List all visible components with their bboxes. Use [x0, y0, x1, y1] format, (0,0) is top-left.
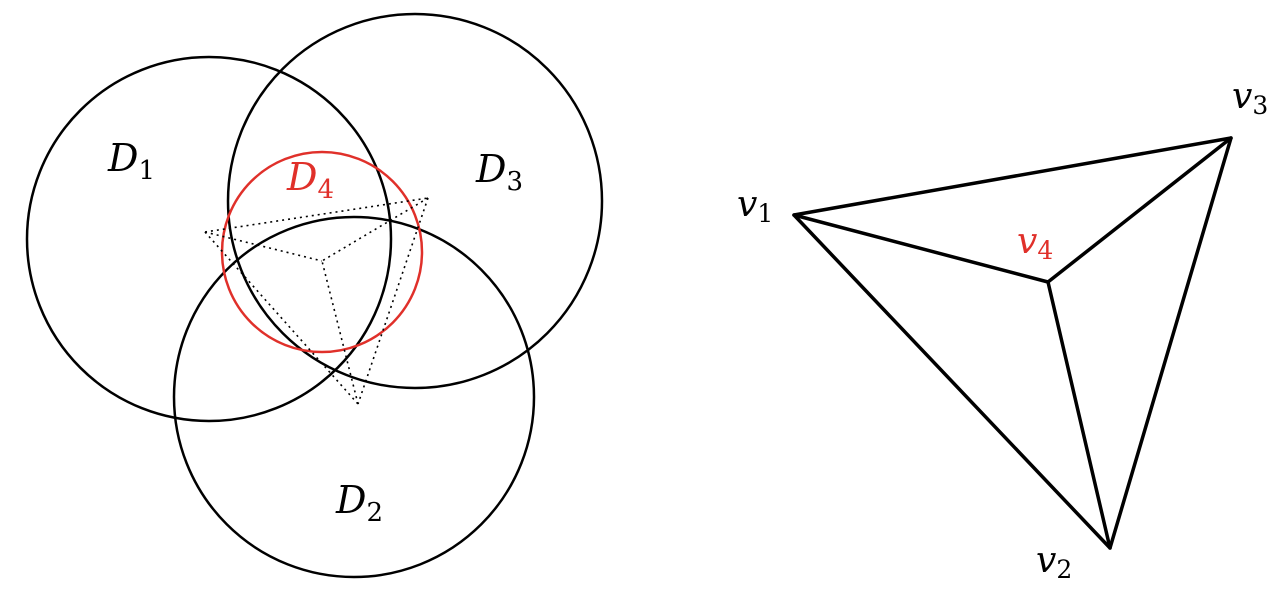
disk-d2-subscript: 2 — [366, 498, 383, 528]
vertex-v2-letter: v — [1036, 540, 1056, 581]
vertex-graph — [792, 136, 1233, 550]
disk-d1-subscript: 1 — [138, 156, 155, 186]
outer-triangle — [792, 136, 1233, 550]
dotted-triangulation — [204, 197, 429, 405]
vertex-v3-letter: v — [1232, 76, 1252, 117]
disk-d3-circle — [226, 12, 604, 390]
dotted-edge-v2-v4 — [321, 260, 359, 405]
vertex-v4-subscript: 4 — [1037, 236, 1053, 265]
dotted-edge-v3-v4 — [321, 197, 429, 262]
disk-d3-letter: D — [475, 147, 506, 191]
vertex-v2-label: v2 — [1036, 540, 1072, 584]
disk-d4-circle — [220, 150, 424, 354]
disk-arrangement: D1 D3 D4 D2 — [25, 12, 604, 579]
edge-v3-v4 — [1046, 136, 1233, 284]
edge-v2-v4 — [1046, 280, 1112, 550]
disk-d2-letter: D — [335, 478, 366, 522]
vertex-labels: v1 v3 v4 v2 — [737, 76, 1268, 584]
disk-d2-circle — [172, 215, 536, 579]
disk-d4-subscript: 4 — [317, 175, 334, 205]
dotted-edge-v1-v2 — [204, 231, 359, 405]
disk-d1-label: D1 — [107, 136, 155, 186]
vertex-v4-label: v4 — [1017, 221, 1053, 265]
disk-d4-letter: D — [286, 155, 317, 199]
vertex-v4-letter: v — [1017, 221, 1037, 262]
vertex-v1-subscript: 1 — [757, 199, 773, 228]
dotted-edge-v1-v4 — [204, 231, 323, 262]
vertex-v1-label: v1 — [737, 184, 773, 228]
vertex-v3-subscript: 3 — [1252, 91, 1268, 120]
edge-v1-v4 — [792, 213, 1050, 284]
vertex-v1-letter: v — [737, 184, 757, 225]
disk-d3-label: D3 — [475, 147, 523, 197]
dotted-edge-v1-v3 — [204, 197, 429, 233]
disk-d1-letter: D — [107, 136, 138, 180]
dotted-edge-v3-v2 — [357, 197, 429, 405]
vertex-v3-label: v3 — [1232, 76, 1268, 120]
disk-d2-label: D2 — [335, 478, 383, 528]
disk-d3-subscript: 3 — [506, 167, 523, 197]
disk-d4-label: D4 — [286, 155, 334, 205]
vertex-v2-subscript: 2 — [1056, 555, 1072, 584]
disk-d1-circle — [25, 55, 393, 423]
